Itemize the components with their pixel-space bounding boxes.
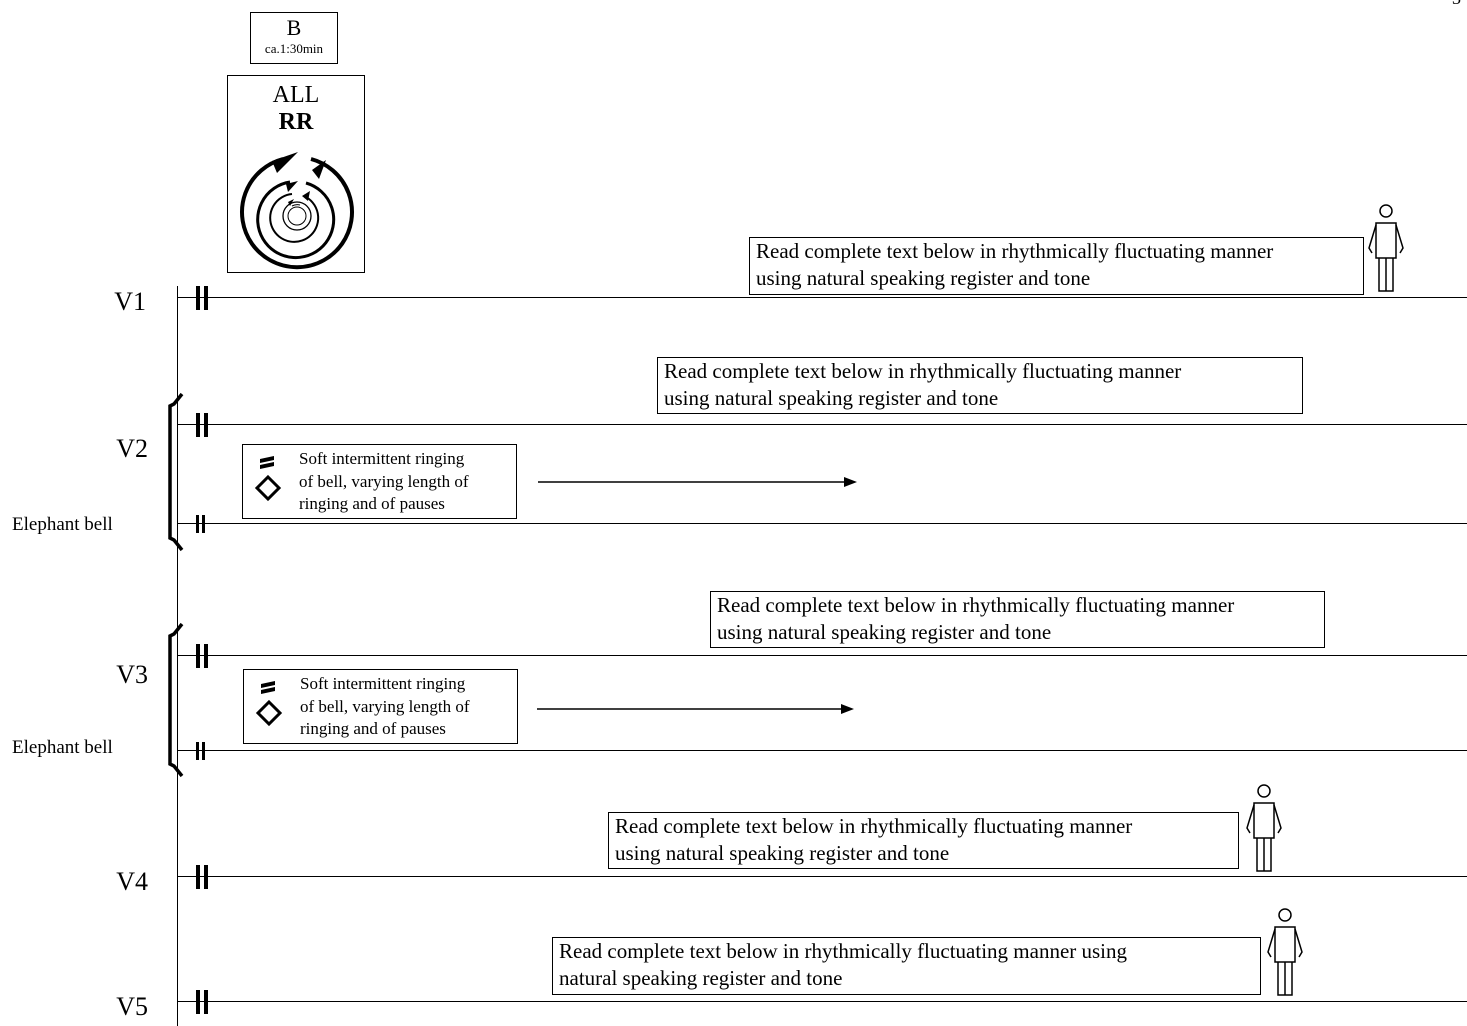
instruction-line: Read complete text below in rhythmically… [559, 939, 1128, 963]
elephant-bell-icon [254, 456, 282, 502]
voice-label-v1: V1 [114, 287, 146, 316]
elephant-bell-icon [255, 681, 283, 727]
voice-label-v4: V4 [116, 867, 148, 896]
double-barline-icon [196, 413, 208, 437]
double-barline-icon [196, 644, 208, 668]
bell-text-line: of bell, varying length of [300, 696, 470, 716]
double-barline-icon [196, 990, 208, 1014]
instruction-line: Read complete text below in rhythmically… [756, 239, 1274, 263]
concentric-circles-arrows-icon [240, 152, 354, 270]
technique-label: RR [278, 109, 314, 135]
section-duration: ca.1:30min [264, 41, 324, 56]
bell-text-line: ringing and of pauses [299, 494, 445, 513]
staff-line-v4 [178, 876, 1467, 877]
staff-line-v1 [178, 297, 1467, 298]
bell-text-line: of bell, varying length of [299, 471, 469, 491]
section-letter: B [286, 15, 302, 40]
staff-line-v3-bell [178, 750, 1467, 751]
system-brace-icon [168, 622, 184, 778]
double-barline-icon [196, 865, 208, 889]
staff-line-v2-bell [178, 523, 1467, 524]
instruction-box-v2: Read complete text below in rhythmically… [657, 357, 1303, 414]
instrument-label-v2: Elephant bell [12, 514, 113, 535]
voice-label-v5: V5 [116, 992, 148, 1021]
bell-text-line: Soft intermittent ringing [300, 674, 466, 693]
bell-text-line: Soft intermittent ringing [299, 449, 465, 468]
voice-label-v3: V3 [116, 660, 148, 689]
instruction-line: natural speaking register and tone [559, 966, 843, 990]
instruction-line: Read complete text below in rhythmically… [664, 359, 1182, 383]
double-barline-thin-icon [196, 515, 205, 533]
bell-instruction-box-v3: Soft intermittent ringing of bell, varyi… [243, 669, 518, 744]
staff-line-v3-voice [178, 655, 1467, 656]
system-brace-icon [168, 392, 184, 552]
instruction-box-v3: Read complete text below in rhythmically… [710, 591, 1325, 648]
bell-instruction-text: Soft intermittent ringing of bell, varyi… [299, 448, 469, 516]
double-barline-icon [196, 286, 208, 310]
arrow-right-icon [537, 704, 854, 714]
instruction-line: using natural speaking register and tone [717, 620, 1052, 644]
instruction-line: using natural speaking register and tone [664, 386, 999, 410]
instrument-label-v3: Elephant bell [12, 737, 113, 758]
standing-person-icon [1246, 784, 1282, 872]
bell-instruction-text: Soft intermittent ringing of bell, varyi… [300, 673, 470, 741]
instruction-line: Read complete text below in rhythmically… [717, 593, 1235, 617]
instruction-line: Read complete text below in rhythmically… [615, 814, 1133, 838]
bell-instruction-box-v2: Soft intermittent ringing of bell, varyi… [242, 444, 517, 519]
instruction-box-v1: Read complete text below in rhythmically… [749, 237, 1364, 295]
voice-label-v2: V2 [116, 434, 148, 463]
arrow-right-icon [538, 477, 857, 487]
instruction-line: using natural speaking register and tone [756, 266, 1091, 290]
page-number: 3 [1452, 0, 1461, 9]
system-bracket-line [177, 286, 178, 1026]
staff-line-v2-voice [178, 424, 1467, 425]
double-barline-thin-icon [196, 742, 205, 760]
bell-text-line: ringing and of pauses [300, 719, 446, 738]
standing-person-icon [1368, 204, 1404, 292]
technique-box: ALL RR [227, 75, 365, 273]
staff-line-v5 [178, 1001, 1467, 1002]
section-marker: B ca.1:30min [250, 12, 338, 64]
instruction-box-v4: Read complete text below in rhythmically… [608, 812, 1239, 869]
instruction-line: using natural speaking register and tone [615, 841, 950, 865]
instruction-box-v5: Read complete text below in rhythmically… [552, 937, 1261, 995]
standing-person-icon [1267, 908, 1303, 996]
all-label: ALL [272, 82, 320, 108]
